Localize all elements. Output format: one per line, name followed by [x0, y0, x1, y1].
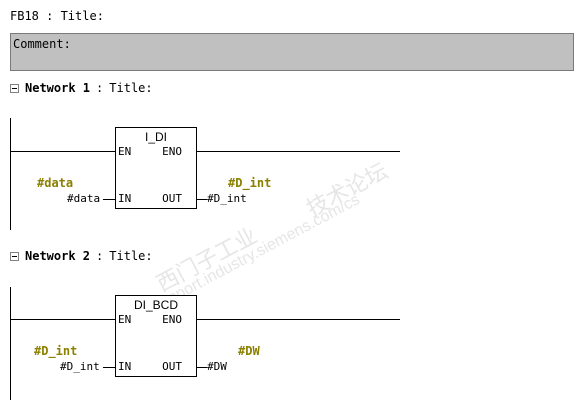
in-wire: [103, 367, 115, 368]
in-symbol: #D_int: [34, 344, 78, 358]
block-title: FB18 : Title:: [10, 9, 104, 23]
network-title[interactable]: Title:: [109, 249, 153, 263]
out-operand[interactable]: #D_int: [207, 192, 247, 205]
network-label: Network 1: [25, 81, 91, 95]
di-bcd-block[interactable]: DI_BCD EN ENO IN OUT: [115, 295, 197, 377]
eno-pin: ENO: [162, 313, 182, 326]
out-pin: OUT: [162, 360, 182, 373]
eno-wire: [196, 319, 400, 320]
in-operand[interactable]: #data: [67, 192, 101, 205]
block-name: DI_BCD: [133, 298, 178, 312]
out-wire: [197, 199, 207, 200]
comment-label: Comment:: [13, 37, 71, 51]
out-wire: [197, 367, 207, 368]
in-wire: [103, 199, 115, 200]
comment-field[interactable]: Comment:: [10, 33, 574, 71]
network-title-separator: :: [96, 249, 104, 263]
in-operand[interactable]: #D_int: [60, 360, 100, 373]
in-pin: IN: [118, 192, 132, 205]
collapse-icon[interactable]: [10, 83, 19, 93]
en-wire: [10, 151, 116, 152]
collapse-icon[interactable]: [10, 251, 19, 261]
power-rail: [10, 287, 11, 400]
power-rail: [10, 118, 11, 230]
en-wire: [10, 319, 116, 320]
out-symbol: #D_int: [228, 176, 272, 190]
network-2-header: Network 2 : Title:: [10, 249, 153, 263]
out-pin: OUT: [162, 192, 182, 205]
network-label: Network 2: [25, 249, 91, 263]
out-operand[interactable]: #DW: [207, 360, 227, 373]
in-symbol: #data: [37, 176, 74, 190]
block-name: I_DI: [144, 130, 167, 144]
en-pin: EN: [118, 313, 132, 326]
in-pin: IN: [118, 360, 132, 373]
network-1-header: Network 1 : Title:: [10, 81, 153, 95]
eno-pin: ENO: [162, 145, 182, 158]
i-di-block[interactable]: I_DI EN ENO IN OUT: [115, 127, 197, 209]
eno-wire: [196, 151, 400, 152]
en-pin: EN: [118, 145, 132, 158]
network-title[interactable]: Title:: [109, 81, 153, 95]
network-title-separator: :: [96, 81, 104, 95]
out-symbol: #DW: [238, 344, 260, 358]
